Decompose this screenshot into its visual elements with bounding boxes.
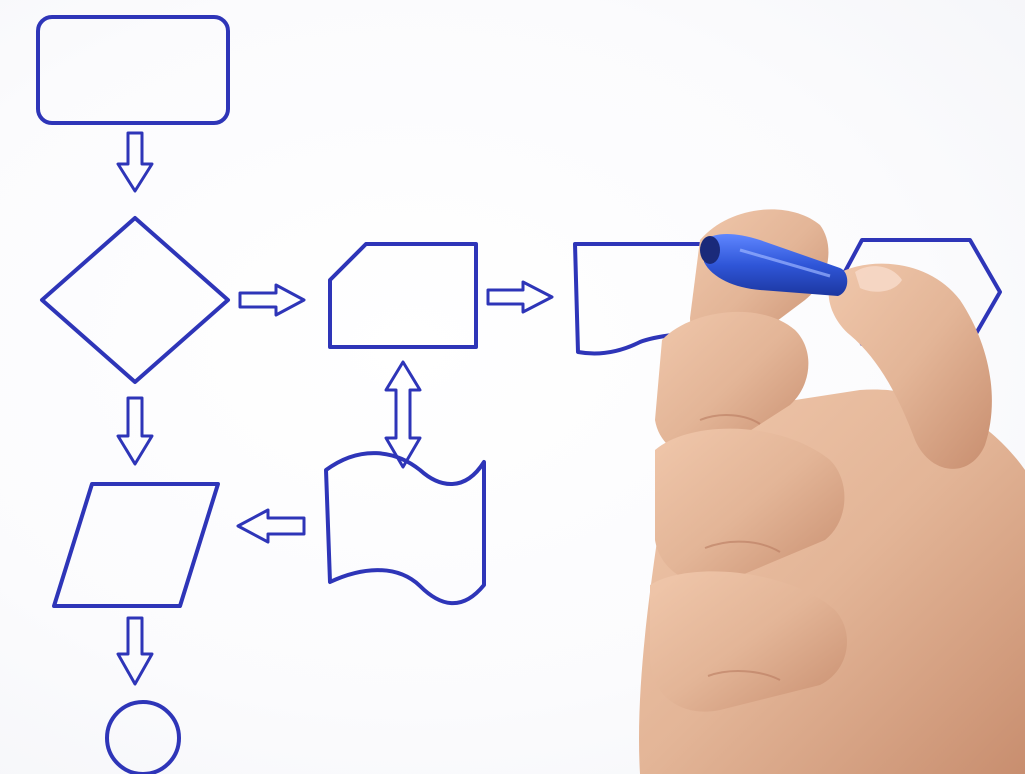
marker-icon [700, 234, 848, 296]
punched-tape-shape [324, 451, 486, 606]
start-box [36, 15, 230, 125]
arrow-manual-op-to-document [486, 280, 554, 314]
manual-operation-box [328, 242, 478, 349]
arrow-manual-op-tape-bidirectional [384, 360, 422, 469]
arrow-start-to-decision [116, 131, 154, 193]
decision-diamond [40, 216, 230, 384]
arrow-decision-to-manual-op [238, 283, 306, 317]
arrow-tape-to-data [236, 508, 306, 544]
data-parallelogram [52, 482, 220, 608]
connector-circle [105, 700, 181, 774]
arrow-decision-to-data [116, 396, 154, 466]
arrow-data-to-connector [116, 616, 154, 686]
